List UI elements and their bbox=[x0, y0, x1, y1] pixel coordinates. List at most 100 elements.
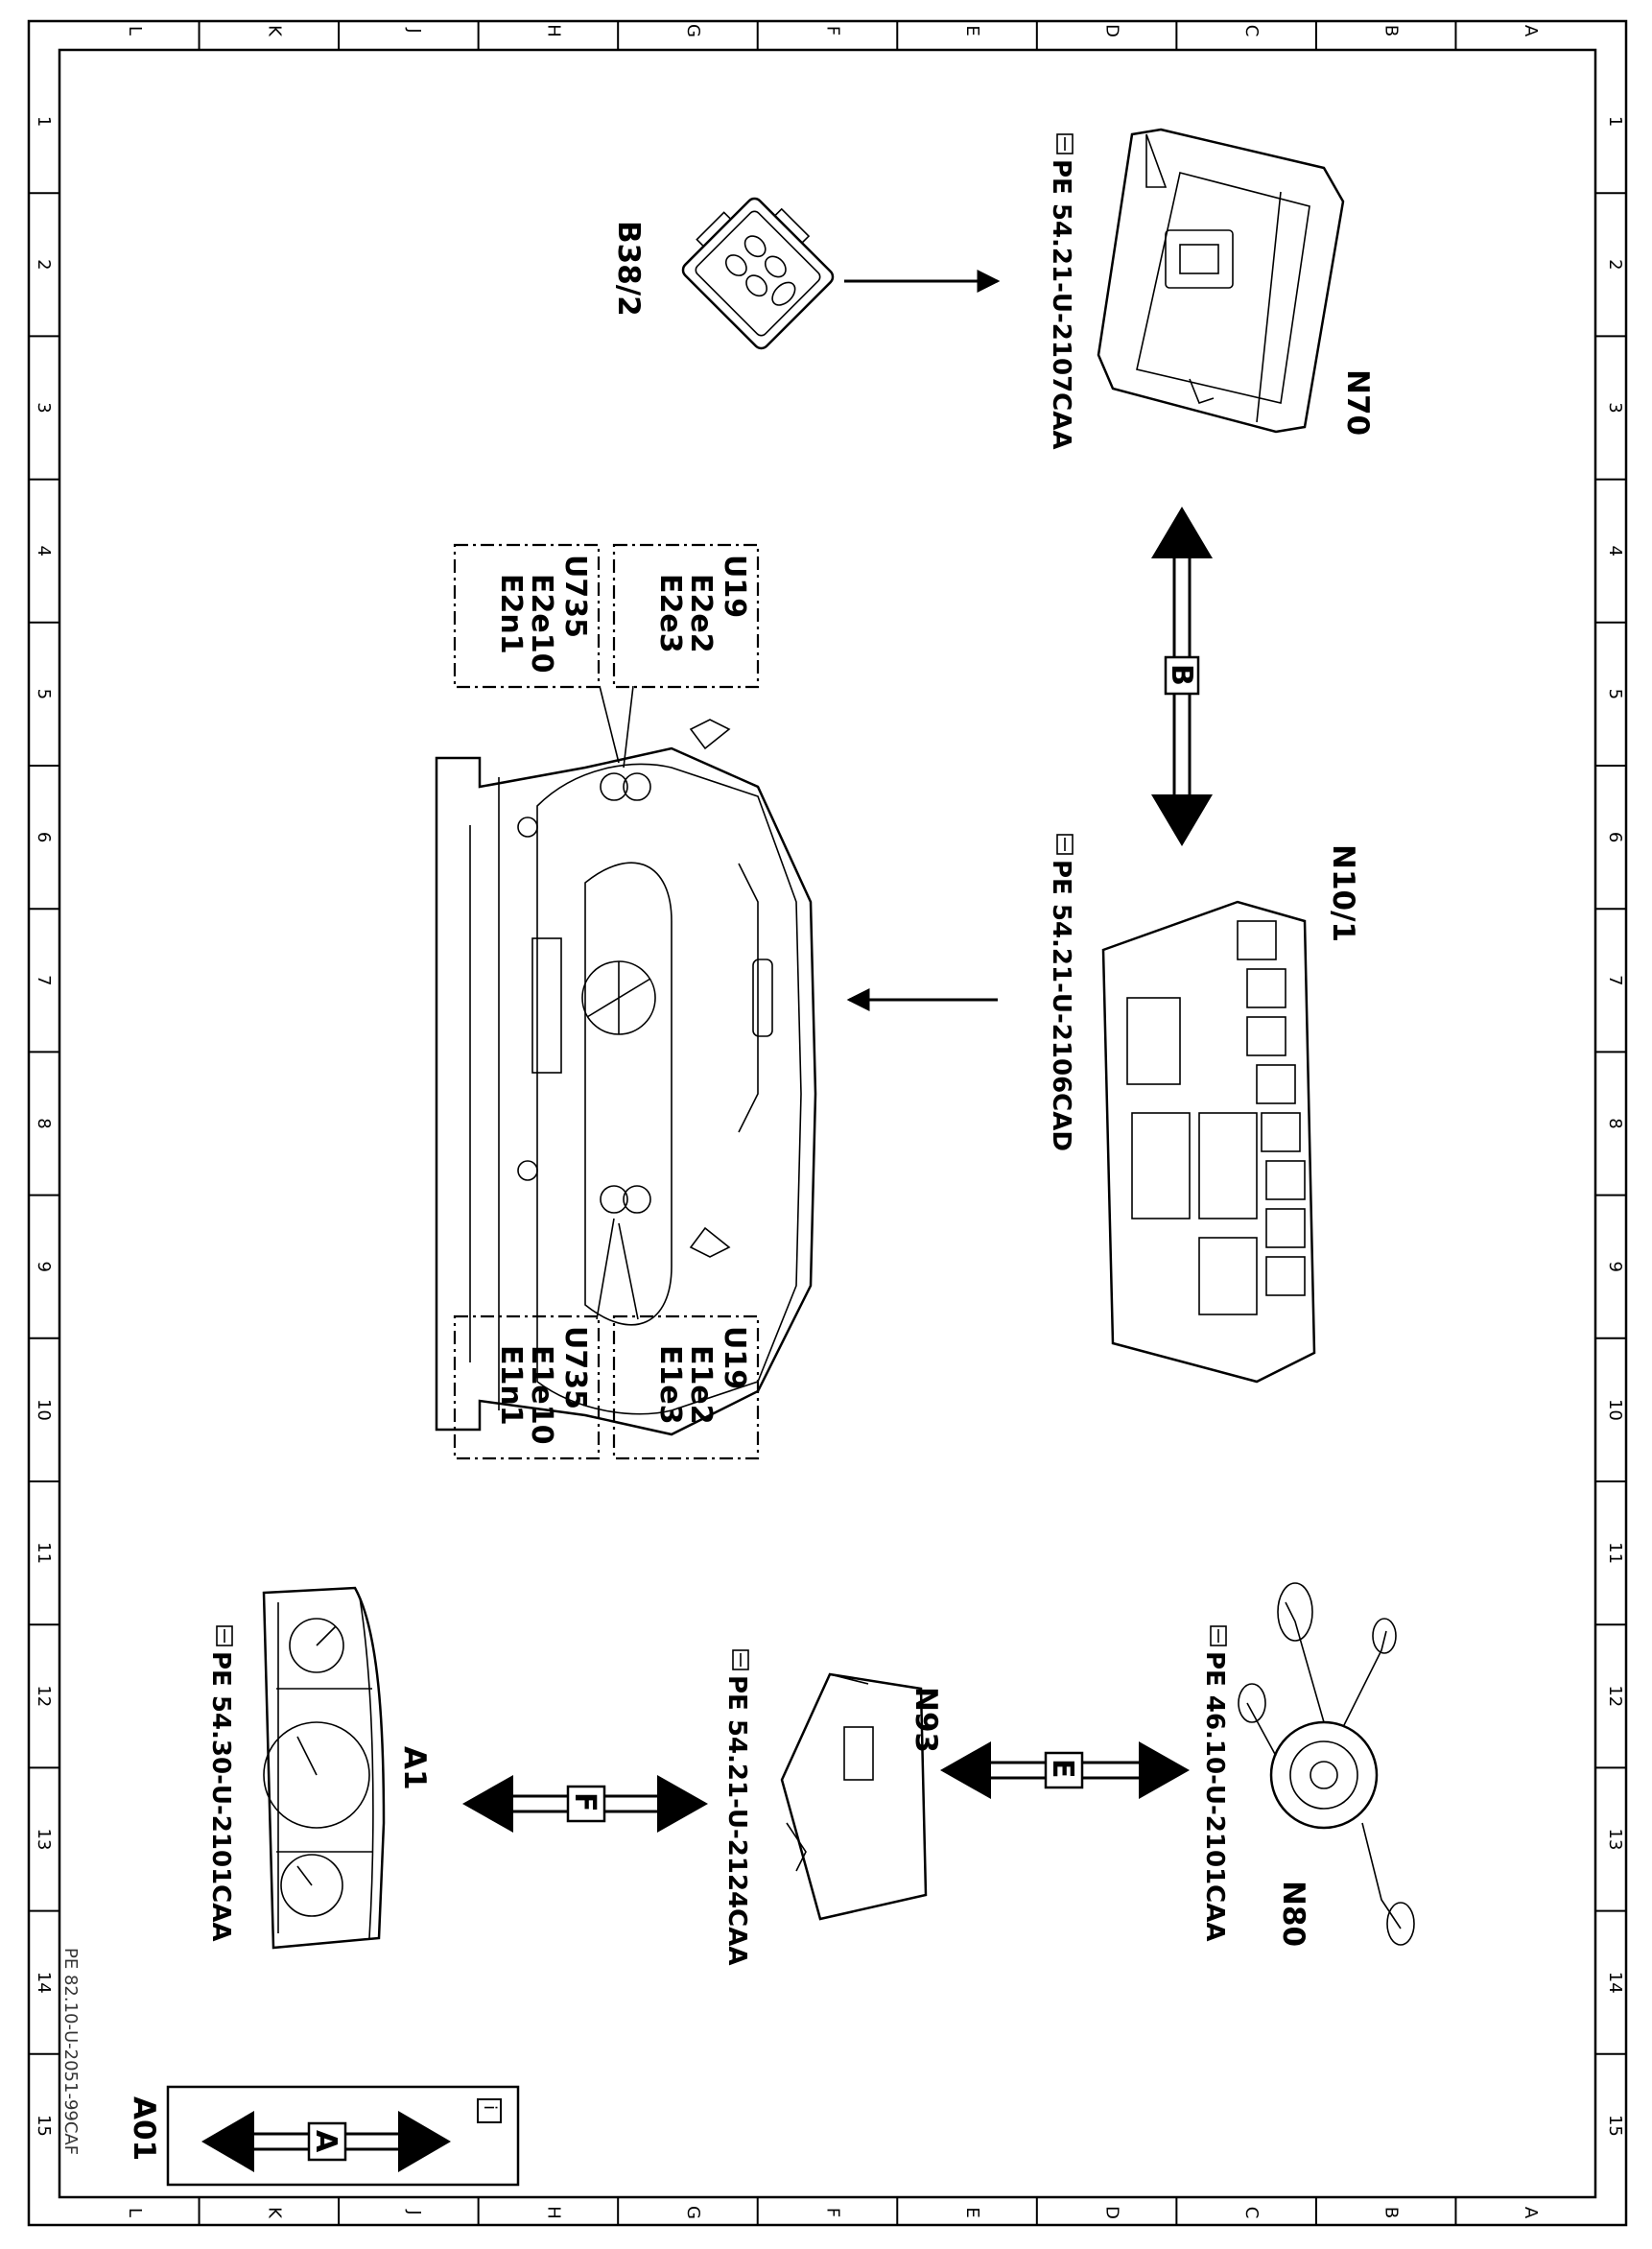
legend-connector-label: A bbox=[309, 2130, 342, 2153]
grid-row-label: 14 bbox=[34, 1972, 54, 1994]
grid-column-label: J bbox=[404, 2209, 424, 2214]
grid-row-label: 15 bbox=[1605, 2115, 1625, 2137]
grid-column-label: J bbox=[404, 27, 424, 33]
grid-row-label: 1 bbox=[1605, 116, 1625, 127]
grid-row-label: 8 bbox=[1605, 1118, 1625, 1128]
drawing-number: PE 82.10-U-2051-99CAF bbox=[60, 1948, 81, 2155]
legend-code: A01 bbox=[127, 2096, 161, 2161]
grid-column-label: H bbox=[543, 2206, 563, 2219]
grid-row-label: 7 bbox=[34, 975, 54, 985]
grid-column-label: C bbox=[1241, 2207, 1262, 2219]
grid-row-label: 5 bbox=[1605, 689, 1625, 699]
grid-column-label: H bbox=[543, 24, 563, 37]
b38-2-label: B38/2 bbox=[611, 221, 646, 317]
grid-row-label: 3 bbox=[1605, 402, 1625, 413]
grid-column-label: L bbox=[125, 2208, 145, 2217]
grid-column-label: D bbox=[1102, 2206, 1122, 2219]
pointing-hand-icon bbox=[732, 1649, 749, 1670]
n80-label: N80 bbox=[1276, 1881, 1310, 1947]
grid-row-label: 12 bbox=[1605, 1685, 1625, 1707]
pointing-hand-icon bbox=[1210, 1625, 1227, 1646]
svg-text:E1n1: E1n1 bbox=[494, 1345, 528, 1426]
svg-text:U735: U735 bbox=[558, 555, 592, 638]
grid-column-label: C bbox=[1241, 25, 1262, 37]
n80-reference: PE 46.10-U-2101CAA bbox=[1200, 1625, 1229, 1942]
grid-row-label: 5 bbox=[34, 689, 54, 699]
svg-text:PE 54.21-U-2106CAD: PE 54.21-U-2106CAD bbox=[1047, 860, 1075, 1151]
grid-row-label: 2 bbox=[1605, 259, 1625, 270]
grid-row-label: 10 bbox=[34, 1399, 54, 1421]
sheet-frame bbox=[27, 19, 1628, 2227]
a1-reference: PE 54.30-U-2101CAA bbox=[206, 1625, 235, 1942]
n10-1-reference: PE 54.21-U-2106CAD bbox=[1047, 834, 1075, 1151]
grid-column-label: A bbox=[1521, 2207, 1541, 2219]
n70-reference: PE 54.21-U-2107CAA bbox=[1047, 133, 1075, 450]
svg-text:U735: U735 bbox=[558, 1326, 592, 1409]
b38-2-sensor-drawing bbox=[681, 197, 835, 350]
connector-f-label: F bbox=[568, 1792, 602, 1812]
n93-reference: PE 54.21-U-2124CAA bbox=[722, 1649, 751, 1966]
grid-column-label: K bbox=[264, 2207, 284, 2219]
grid-row-label: 8 bbox=[34, 1118, 54, 1128]
grid-column-label: L bbox=[125, 26, 145, 36]
grid-row-label: 12 bbox=[34, 1685, 54, 1707]
svg-text:E2e3: E2e3 bbox=[653, 574, 687, 653]
svg-text:PE 54.21-U-2124CAA: PE 54.21-U-2124CAA bbox=[722, 1675, 751, 1966]
grid-column-label: A bbox=[1521, 25, 1541, 37]
u735-bottom-box: U735 E1e10 E1n1 bbox=[453, 1314, 601, 1460]
grid-row-label: 6 bbox=[34, 832, 54, 842]
grid-row-label: 13 bbox=[34, 1829, 54, 1851]
leader-u19-top bbox=[623, 685, 634, 769]
grid-column-label: G bbox=[683, 24, 703, 37]
a1-instrument-cluster-drawing bbox=[262, 1586, 386, 1950]
svg-text:E1e10: E1e10 bbox=[525, 1345, 558, 1444]
svg-text:E1e2: E1e2 bbox=[684, 1345, 718, 1425]
grid-row-label: 9 bbox=[1605, 1261, 1625, 1271]
grid-row-label: 11 bbox=[1605, 1542, 1625, 1564]
grid-column-label: K bbox=[264, 25, 284, 37]
grid-column-label: D bbox=[1102, 24, 1122, 37]
grid-column-label: B bbox=[1381, 2207, 1402, 2218]
pointing-hand-icon bbox=[216, 1625, 233, 1646]
grid-row-label: 9 bbox=[34, 1261, 54, 1271]
svg-text:U19: U19 bbox=[718, 555, 751, 618]
n93-label: N93 bbox=[909, 1687, 943, 1753]
grid-column-label: F bbox=[823, 2208, 843, 2217]
grid-column-label: E bbox=[962, 2207, 982, 2217]
pointing-hand-icon bbox=[1056, 834, 1074, 855]
svg-text:U19: U19 bbox=[718, 1326, 751, 1389]
connector-b-label: B bbox=[1165, 664, 1198, 686]
grid-row-label: 13 bbox=[1605, 1829, 1625, 1851]
n93-module-drawing bbox=[780, 1672, 928, 1921]
connector-e-label: E bbox=[1046, 1759, 1079, 1779]
grid-column-label: B bbox=[1381, 25, 1402, 36]
n10-1-module-drawing bbox=[1101, 900, 1316, 1384]
u19-bottom-box: U19 E1e2 E1e3 bbox=[612, 1314, 760, 1460]
leader-u735-top bbox=[599, 685, 620, 764]
grid-row-label: 1 bbox=[34, 116, 54, 127]
svg-text:E2e2: E2e2 bbox=[684, 574, 718, 653]
grid-row-label: 15 bbox=[34, 2115, 54, 2137]
legend-box bbox=[166, 2085, 520, 2187]
n70-overhead-panel-drawing bbox=[1097, 128, 1345, 434]
grid-row-label: 14 bbox=[1605, 1972, 1625, 1994]
vehicle-front-view-drawing bbox=[435, 719, 817, 1436]
grid-row-label: 11 bbox=[34, 1542, 54, 1564]
u19-top-box: U19 E2e2 E2e3 bbox=[612, 543, 760, 689]
pointing-hand-icon bbox=[1056, 133, 1074, 154]
connector-b-double-arrow bbox=[1151, 507, 1213, 846]
leader-u19-bottom bbox=[618, 1222, 639, 1320]
grid-row-label: 10 bbox=[1605, 1399, 1625, 1421]
leader-u735-bottom bbox=[596, 1218, 615, 1320]
grid-column-label: E bbox=[962, 25, 982, 36]
grid-column-label: G bbox=[683, 2206, 703, 2219]
n10-1-label: N10/1 bbox=[1326, 844, 1360, 942]
info-icon: i bbox=[480, 2105, 500, 2110]
svg-text:PE 54.21-U-2107CAA: PE 54.21-U-2107CAA bbox=[1047, 159, 1075, 450]
svg-text:E1e3: E1e3 bbox=[653, 1345, 687, 1425]
grid-row-label: 4 bbox=[34, 545, 54, 556]
connector-e-double-arrow bbox=[940, 1741, 1190, 1799]
svg-text:PE 46.10-U-2101CAA: PE 46.10-U-2101CAA bbox=[1200, 1651, 1229, 1942]
